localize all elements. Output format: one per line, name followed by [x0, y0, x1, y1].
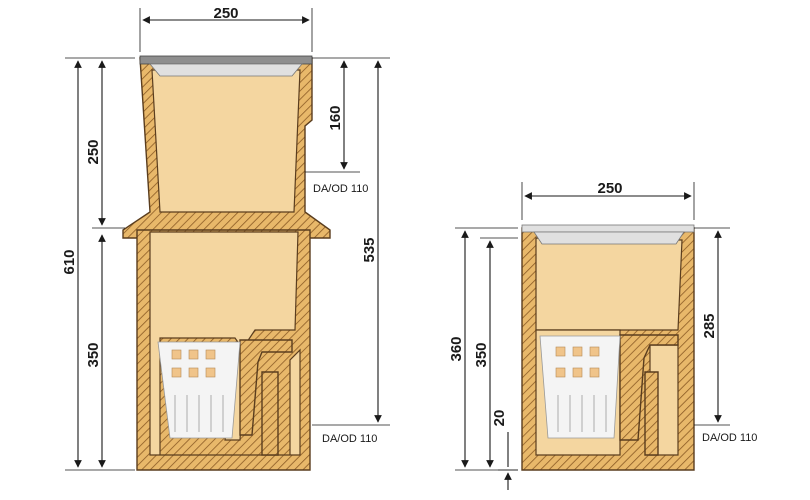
right-outlet-label: DA/OD 110 — [702, 432, 757, 444]
right-siphon-tongue — [644, 371, 659, 456]
right-basket — [539, 335, 621, 439]
left-outlet-label: DA/OD 110 — [322, 433, 377, 445]
right-width-label: 250 — [597, 180, 622, 197]
left-grate — [139, 55, 313, 65]
left-lower-cavity — [149, 231, 301, 456]
right-bottom-offset-label: 20 — [491, 410, 508, 427]
right-unit: 250 360 350 20 285 DA/OD 110 — [448, 180, 757, 490]
left-width-label: 250 — [213, 5, 238, 22]
right-inner-height-label: 350 — [473, 342, 490, 367]
left-siphon-tongue — [261, 371, 279, 456]
left-upper-height-label: 250 — [85, 139, 102, 164]
left-siphon-wall — [239, 339, 293, 436]
left-outlet-height-label: 535 — [361, 237, 378, 262]
right-total-height-label: 360 — [448, 336, 465, 361]
left-total-height-label: 610 — [61, 249, 78, 274]
left-basket — [157, 341, 241, 439]
right-grate-funnel — [533, 231, 685, 245]
left-upper-cavity — [151, 69, 301, 213]
left-unit: 250 610 250 350 160 DA/OD 110 535 DA/OD … — [61, 5, 390, 471]
right-cavity — [535, 237, 683, 331]
left-grate-funnel — [149, 63, 303, 77]
right-grate — [521, 224, 695, 233]
left-lower-height-label: 350 — [85, 342, 102, 367]
right-siphon-wall — [619, 334, 679, 441]
left-inlet-depth-label: 160 — [327, 105, 344, 130]
left-inlet-label: DA/OD 110 — [313, 183, 368, 195]
right-outlet-height-label: 285 — [701, 313, 718, 338]
